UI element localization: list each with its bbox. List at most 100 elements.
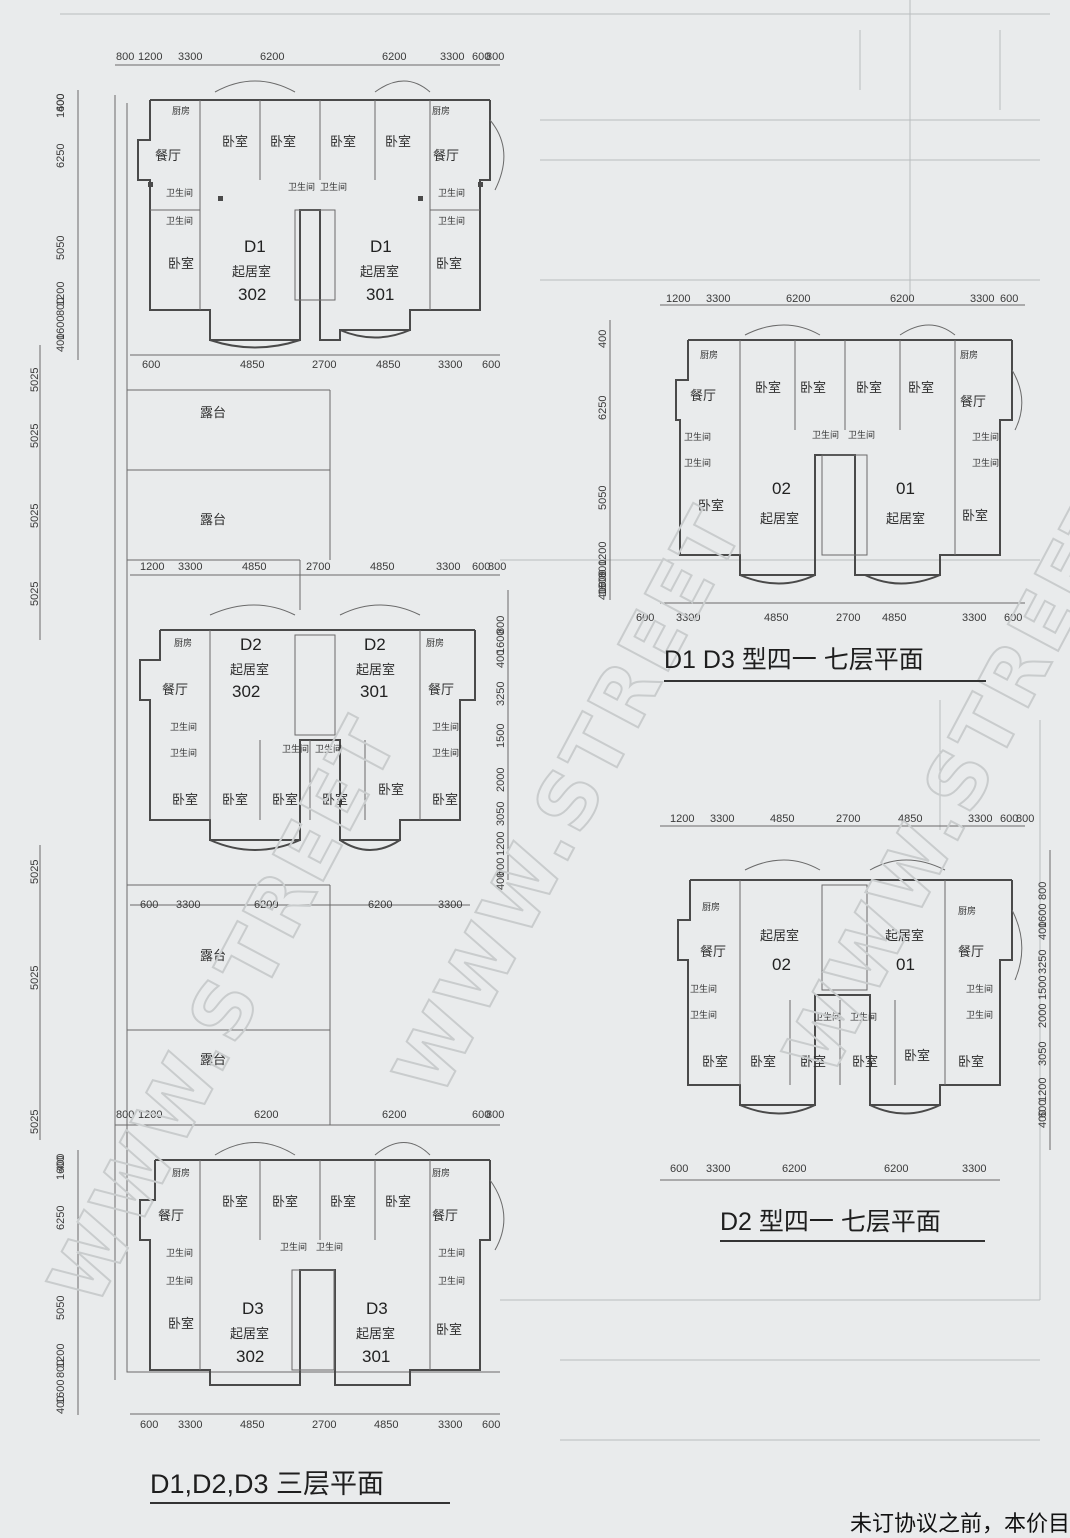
dimension-label: 5050 — [55, 1296, 67, 1320]
kitchen-label: 厨房 — [432, 105, 450, 117]
dimension-label: 800 — [495, 616, 507, 634]
dimension-label: 1200 — [1037, 1078, 1049, 1102]
living-label: 起居室 — [230, 662, 269, 678]
dimension-label: 6250 — [55, 1206, 67, 1230]
dimension-label: 800 — [55, 298, 67, 316]
dimension-label: 4850 — [240, 1419, 264, 1431]
dimension-label: 1200 — [666, 293, 690, 305]
bath-label: 卫生间 — [432, 747, 459, 759]
terrace-label: 露台 — [200, 406, 226, 421]
bedroom-label: 卧室 — [172, 792, 198, 808]
dimension-label: 2700 — [312, 1419, 336, 1431]
dimension-label: 3300 — [968, 813, 992, 825]
watermark: WWW.STREET WWW.STREET WWW.STREET — [31, 471, 1070, 1320]
dimension-label: 5050 — [597, 486, 609, 510]
unit-number-right: 301 — [360, 682, 388, 701]
bath-label: 卫生间 — [972, 457, 999, 469]
dimension-label: 800 — [597, 560, 609, 578]
dimension-label: 4850 — [370, 561, 394, 573]
bath-label: 卫生间 — [684, 457, 711, 469]
bedroom-label: 卧室 — [330, 1194, 356, 1210]
living-label: 起居室 — [885, 928, 924, 944]
dimension-label: 3300 — [438, 359, 462, 371]
dimension-label: 800 — [488, 561, 506, 573]
dimension-label: 600 — [472, 51, 490, 63]
dimension-label: 1600 — [495, 630, 507, 654]
watermark-text: WWW.STREET — [767, 472, 1070, 1089]
dimension-label: 600 — [482, 1419, 500, 1431]
bath-label: 卫生间 — [850, 1011, 877, 1023]
dimension-label: 400 — [55, 1396, 67, 1414]
dimension-label: 5025 — [29, 582, 41, 606]
dimension-label: 600 — [140, 1419, 158, 1431]
title-underline — [150, 1502, 450, 1504]
bath-label: 卫生间 — [170, 721, 197, 733]
dimension-label: 6200 — [254, 899, 278, 911]
dimension-label: 1200 — [138, 1109, 162, 1121]
bath-label: 卫生间 — [972, 431, 999, 443]
site-boundary — [114, 95, 500, 1380]
dimension-label: 1600 — [55, 1156, 67, 1180]
dimension-label: 600 — [472, 1109, 490, 1121]
unit-code: D3 — [366, 1299, 388, 1318]
dimension-label: 6200 — [260, 51, 284, 63]
background-grid — [60, 0, 1050, 1441]
title-underline — [664, 680, 986, 682]
dining-label: 餐厅 — [700, 944, 726, 960]
living-label: 起居室 — [232, 264, 271, 280]
dimension-label: 5025 — [29, 1110, 41, 1134]
dimension-label: 4850 — [374, 1419, 398, 1431]
dimension-label: 400 — [1037, 1110, 1049, 1128]
unit-number-left: 02 — [772, 479, 791, 498]
bath-label: 卫生间 — [848, 429, 875, 441]
bath-label: 卫生间 — [166, 187, 193, 199]
bath-label: 卫生间 — [315, 743, 342, 755]
dimension-label: 1600 — [1037, 904, 1049, 928]
dimension-label: 4850 — [764, 612, 788, 624]
bedroom-label: 卧室 — [222, 1194, 248, 1210]
dimension-label: 5025 — [29, 424, 41, 448]
bath-label: 卫生间 — [288, 181, 315, 193]
unit-code: D2 — [364, 635, 386, 654]
dimension-label: 5050 — [55, 236, 67, 260]
bedroom-label: 卧室 — [904, 1048, 930, 1064]
dining-label: 餐厅 — [162, 682, 188, 698]
dimension-label: 3300 — [676, 612, 700, 624]
unit-number-right: 301 — [366, 285, 394, 304]
bedroom-label: 卧室 — [800, 380, 826, 396]
bedroom-label: 卧室 — [750, 1054, 776, 1070]
terrace-label: 露台 — [200, 1053, 226, 1068]
living-label: 起居室 — [360, 264, 399, 280]
dimension-label: 600 — [1000, 293, 1018, 305]
plan-upper-d1d3: 厨房 厨房 餐厅 餐厅 卧室 卧室 卧室 卧室 卧室 卧室 卫生间 卫生间 卫生… — [609, 304, 1025, 604]
plan-d1: 厨房 厨房 餐厅 餐厅 卧室 卧室 卧室 卧室 卧室 卧室 卫生间 卫生间 卫生… — [77, 64, 505, 360]
dimension-label: 1200 — [670, 813, 694, 825]
dining-label: 餐厅 — [158, 1208, 184, 1224]
unit-number-right: 01 — [896, 479, 915, 498]
bath-label: 卫生间 — [814, 1011, 841, 1023]
bath-label: 卫生间 — [170, 747, 197, 759]
bath-label: 卫生间 — [690, 1009, 717, 1021]
bedroom-label: 卧室 — [378, 782, 404, 798]
plan-upper-d2: 厨房 厨房 餐厅 餐厅 起居室 起居室 02 01 卫生间 卫生间 卫生间 卫生… — [660, 825, 1051, 1181]
kitchen-label: 厨房 — [432, 1167, 450, 1179]
dimension-label: 3300 — [438, 899, 462, 911]
dimension-label: 1500 — [495, 724, 507, 748]
bath-label: 卫生间 — [438, 1247, 465, 1259]
dimension-label: 1600 — [55, 94, 67, 118]
dimension-label: 800 — [1037, 882, 1049, 900]
dimension-label: 1200 — [55, 1344, 67, 1368]
bedroom-label: 卧室 — [436, 256, 462, 272]
bedroom-label: 卧室 — [168, 256, 194, 272]
bath-label: 卫生间 — [316, 1241, 343, 1253]
bedroom-label: 卧室 — [962, 508, 988, 524]
bedroom-label: 卧室 — [755, 380, 781, 396]
dimension-label: 6200 — [890, 293, 914, 305]
kitchen-label: 厨房 — [700, 349, 718, 361]
kitchen-label: 厨房 — [702, 901, 720, 913]
dimension-label: 800 — [55, 1360, 67, 1378]
dimension-label: 3050 — [1037, 1042, 1049, 1066]
plan-d2: 厨房 厨房 餐厅 餐厅 D2 D2 起居室 起居室 302 301 卫生间 卫生… — [130, 574, 509, 906]
bedroom-label: 卧室 — [698, 498, 724, 514]
